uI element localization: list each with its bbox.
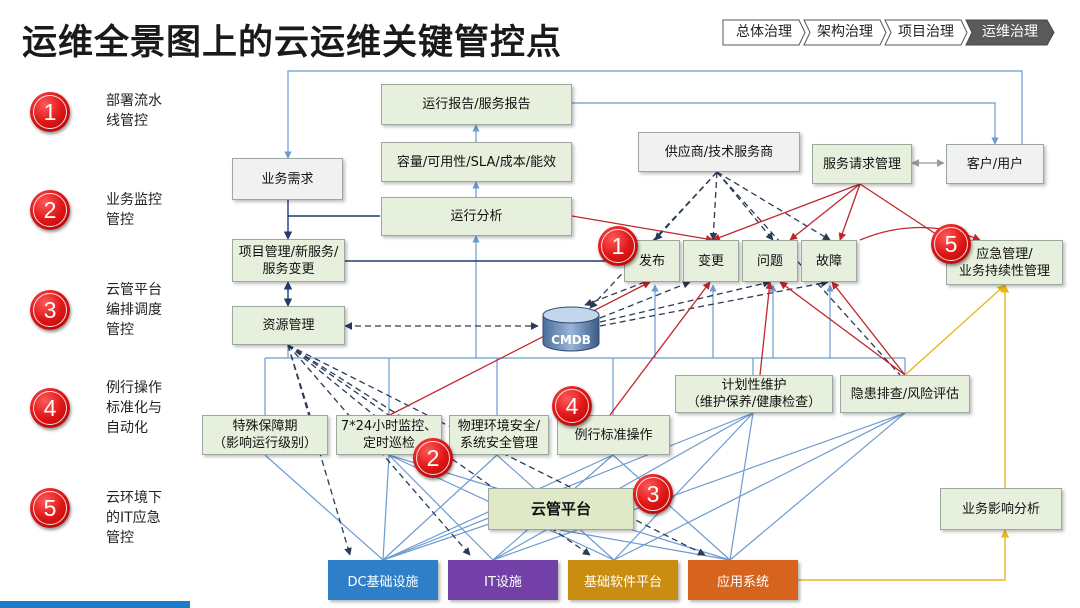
chevron-shape xyxy=(722,19,806,46)
legend-badge-3: 3 xyxy=(30,290,70,330)
change-box: 变更 xyxy=(683,240,739,282)
it-facility-box: IT设施 xyxy=(448,560,558,600)
box-line: 业务持续性管理 xyxy=(958,263,1050,279)
legend-line: 管控 xyxy=(106,322,134,338)
security-management-box: 物理环境安全/系统安全管理 xyxy=(449,415,549,455)
box-line: 服务变更 xyxy=(262,261,315,277)
diagram-badge-5: 5 xyxy=(931,224,971,264)
box-line: 定时巡检 xyxy=(362,436,415,451)
business-impact-analysis-box: 业务影响分析 xyxy=(940,488,1062,530)
cmdb-label: CMDB xyxy=(551,333,591,347)
diagram-badge-4: 4 xyxy=(552,386,592,426)
legend-text-4: 例行操作 标准化与 自动化 xyxy=(106,378,186,438)
special-protection-box: 特殊保障期 （影响运行级别） xyxy=(202,415,328,455)
dc-infrastructure-box: DC基础设施 xyxy=(328,560,438,600)
cmdb-database: CMDB xyxy=(540,303,602,353)
service-request-box: 服务请求管理 xyxy=(812,144,912,184)
legend-badge-2: 2 xyxy=(30,190,70,230)
legend-text-5: 云环境下 的IT应急 管控 xyxy=(106,488,186,548)
box-line: 应急管理/ xyxy=(976,246,1033,262)
fault-box: 故障 xyxy=(801,240,857,282)
box-line: 7*24小时监控、 xyxy=(340,419,438,434)
risk-assessment-box: 隐患排查/风险评估 xyxy=(840,375,970,413)
legend-line: 云管平台 xyxy=(106,282,162,298)
legend-badge-1: 1 xyxy=(30,92,70,132)
diagram-badge-1: 1 xyxy=(598,226,638,266)
capacity-box: 容量/可用性/SLA/成本/能效 xyxy=(381,142,572,182)
database-icon xyxy=(542,306,600,352)
page-title: 运维全景图上的云运维关键管控点 xyxy=(22,23,563,63)
planned-maintenance-box: 计划性维护 （维护保养/健康检查） xyxy=(675,375,833,413)
customer-box: 客户/用户 xyxy=(946,144,1044,184)
operations-report-box: 运行报告/服务报告 xyxy=(381,84,572,125)
diagram-badge-3: 3 xyxy=(633,474,673,514)
legend-text-3: 云管平台 编排调度 管控 xyxy=(106,280,186,340)
breadcrumb-item-project[interactable]: 项目治理 xyxy=(884,19,968,46)
breadcrumb-label: 运维治理 xyxy=(982,24,1038,40)
legend-line: 管控 xyxy=(106,530,134,546)
breadcrumb-item-operations[interactable]: 运维治理 xyxy=(965,19,1055,46)
box-line: （维护保养/健康检查） xyxy=(686,395,822,410)
legend-line: 编排调度 xyxy=(106,302,162,318)
operations-analysis-box: 运行分析 xyxy=(381,197,572,236)
breadcrumb-item-architecture[interactable]: 架构治理 xyxy=(803,19,887,46)
breadcrumb-label: 架构治理 xyxy=(817,24,873,40)
footer-accent-bar xyxy=(0,601,190,608)
legend-line: 例行操作 xyxy=(106,380,162,396)
legend-line: 线管控 xyxy=(106,113,148,129)
project-management-box: 项目管理/新服务/服务变更 xyxy=(232,239,345,282)
breadcrumb-label: 总体治理 xyxy=(736,24,792,40)
problem-box: 问题 xyxy=(742,240,798,282)
diagram-badge-2: 2 xyxy=(413,438,453,478)
chevron-shape xyxy=(803,19,887,46)
legend-badge-4: 4 xyxy=(30,388,70,428)
legend-line: 管控 xyxy=(106,212,134,228)
resource-management-box: 资源管理 xyxy=(232,306,345,345)
legend-text-1: 部署流水 线管控 xyxy=(106,91,186,131)
box-line: 计划性维护 xyxy=(721,378,787,393)
release-box: 发布 xyxy=(624,240,680,282)
base-software-platform-box: 基础软件平台 xyxy=(568,560,678,600)
box-line: （影响运行级别） xyxy=(212,436,317,451)
legend-badge-5: 5 xyxy=(30,488,70,528)
legend-line: 业务监控 xyxy=(106,192,162,208)
legend-line: 部署流水 xyxy=(106,93,162,109)
chevron-shape xyxy=(884,19,968,46)
box-line: 物理环境安全/ xyxy=(457,419,541,434)
supplier-box: 供应商/技术服务商 xyxy=(638,132,800,172)
cloud-management-platform-box: 云管平台 xyxy=(488,488,634,530)
legend-text-2: 业务监控 管控 xyxy=(106,190,186,230)
legend-line: 标准化与 xyxy=(106,400,162,416)
legend-line: 自动化 xyxy=(106,420,148,436)
box-line: 项目管理/新服务/ xyxy=(238,244,339,260)
box-line: 系统安全管理 xyxy=(459,436,538,451)
breadcrumb-item-overall[interactable]: 总体治理 xyxy=(722,19,806,46)
application-system-box: 应用系统 xyxy=(688,560,798,600)
legend-line: 的IT应急 xyxy=(106,510,161,526)
chevron-shape-active xyxy=(965,19,1055,46)
legend-line: 云环境下 xyxy=(106,490,162,506)
business-demand-box: 业务需求 xyxy=(232,158,343,200)
breadcrumb-label: 项目治理 xyxy=(898,24,954,40)
box-line: 特殊保障期 xyxy=(232,419,298,434)
